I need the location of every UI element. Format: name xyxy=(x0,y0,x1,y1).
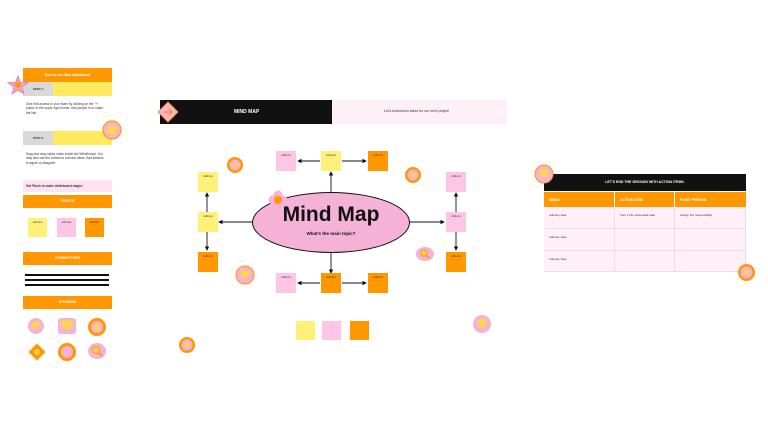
lightbulb-flower-sticker-icon[interactable] xyxy=(534,164,554,184)
create-sticky-yellow[interactable]: Add text xyxy=(28,218,47,237)
heart-sticker-icon[interactable] xyxy=(235,265,255,285)
header-subtitle: Let's brainstorm ideas for our next proj… xyxy=(384,109,450,113)
star-sticker-icon[interactable] xyxy=(7,75,29,95)
connector-line-2[interactable] xyxy=(25,279,109,281)
table-header-point-person: POINT PERSON xyxy=(675,192,746,207)
connectors-header: CONNECTORS xyxy=(23,252,112,265)
mindmap-note-left[interactable]: Add text xyxy=(198,212,218,232)
diamond-sticker-icon[interactable] xyxy=(27,342,47,362)
loose-sticky-orange[interactable] xyxy=(350,321,369,340)
header-title: MIND MAP xyxy=(234,109,260,115)
magnifier-sticker-icon[interactable] xyxy=(87,342,107,360)
table-cell[interactable] xyxy=(675,251,746,272)
instructions-panel: How to use this whiteboard STEP 1 Give e… xyxy=(23,68,112,368)
connector-line-3[interactable] xyxy=(25,284,109,286)
instructions-header: How to use this whiteboard xyxy=(23,68,112,82)
mindmap-note-right-top[interactable]: Add text xyxy=(446,172,466,192)
header-black-block xyxy=(160,100,332,124)
lightbulb-flower-sticker-icon[interactable] xyxy=(102,120,122,140)
smile-sticker-icon[interactable] xyxy=(57,342,77,362)
arrow-diamond-sticker-icon[interactable] xyxy=(157,101,179,123)
sun-sticker-icon[interactable] xyxy=(178,336,196,354)
table-header-ideas: IDEAS xyxy=(544,192,614,207)
mindmap-title: Mind Map xyxy=(282,203,380,226)
loose-sticky-yellow[interactable] xyxy=(296,321,315,340)
mindmap-note-bottom-right[interactable]: Add text xyxy=(368,273,388,293)
step-2-label: STEP 2 xyxy=(23,131,53,145)
magnifier-sticker-icon[interactable] xyxy=(415,246,435,262)
table-cell[interactable]: Add key idea xyxy=(544,251,615,272)
loose-sticky-pink[interactable] xyxy=(322,321,341,340)
create-sticky-orange[interactable]: Add text xyxy=(85,218,104,237)
flower-sticker-icon[interactable] xyxy=(268,190,288,210)
mindmap-note-bottom-left[interactable]: Add text xyxy=(276,273,296,293)
table-header-action-item: ACTION ITEM xyxy=(615,192,674,207)
table-cell[interactable]: Turn it into actionable task xyxy=(615,207,675,229)
heart-sticker-icon[interactable] xyxy=(57,317,77,335)
mindmap-note-right[interactable]: Add text xyxy=(446,212,466,232)
mindmap-header-bar: MIND MAP Let's brainstorm ideas for our … xyxy=(160,100,507,124)
table-cell[interactable]: Assign the responsibility xyxy=(675,207,746,229)
step-1-text: Give edit access to your team by clickin… xyxy=(26,102,104,115)
table-cell[interactable] xyxy=(615,251,675,272)
create-sticky-pink[interactable]: Add text xyxy=(57,218,76,237)
table-cell[interactable] xyxy=(675,229,746,251)
mindmap-note-top-right[interactable]: Add text xyxy=(368,151,388,171)
sun-sticker-icon[interactable] xyxy=(226,156,244,174)
header-pink-block xyxy=(332,100,507,124)
help-banner[interactable]: Get Pinch to make whiteboard magic! xyxy=(23,180,112,192)
stickers-header: STICKERS xyxy=(23,296,112,309)
action-items-table: LET'S END THE SESSION WITH ACTION ITEMS.… xyxy=(544,174,746,272)
table-cell[interactable]: Add key idea xyxy=(544,229,615,251)
lightbulb-sticker-icon[interactable] xyxy=(472,314,492,334)
mindmap-note-left-bottom[interactable]: Add text xyxy=(198,252,218,272)
help-text: Get Pinch to make whiteboard magic! xyxy=(26,184,83,188)
mindmap-note-top-left[interactable]: Add text xyxy=(276,151,296,171)
table-title-bar xyxy=(544,174,746,191)
lightbulb-sticker-icon[interactable] xyxy=(27,317,45,335)
sun-sticker-icon[interactable] xyxy=(87,317,107,337)
sun-sticker-icon[interactable] xyxy=(404,166,422,184)
table-cell[interactable]: Add key idea xyxy=(544,207,615,229)
mindmap-subtitle: What's the main topic? xyxy=(306,231,356,236)
sun-sticker-icon[interactable] xyxy=(737,263,756,282)
table-cell[interactable] xyxy=(615,229,675,251)
mindmap-note-right-bottom[interactable]: Add text xyxy=(446,252,466,272)
create-header: CREATE xyxy=(23,195,112,208)
connector-line-1[interactable] xyxy=(25,274,109,276)
step-2-text: Drag and drop sticky notes inside the Wh… xyxy=(26,152,104,165)
table-title: LET'S END THE SESSION WITH ACTION ITEMS. xyxy=(605,180,685,184)
mindmap-note-top[interactable]: Add text xyxy=(321,151,341,171)
mindmap-note-left-top[interactable]: Add text xyxy=(198,172,218,192)
mindmap-note-bottom[interactable]: Add text xyxy=(321,273,341,293)
step-1-label: STEP 1 xyxy=(23,82,53,96)
